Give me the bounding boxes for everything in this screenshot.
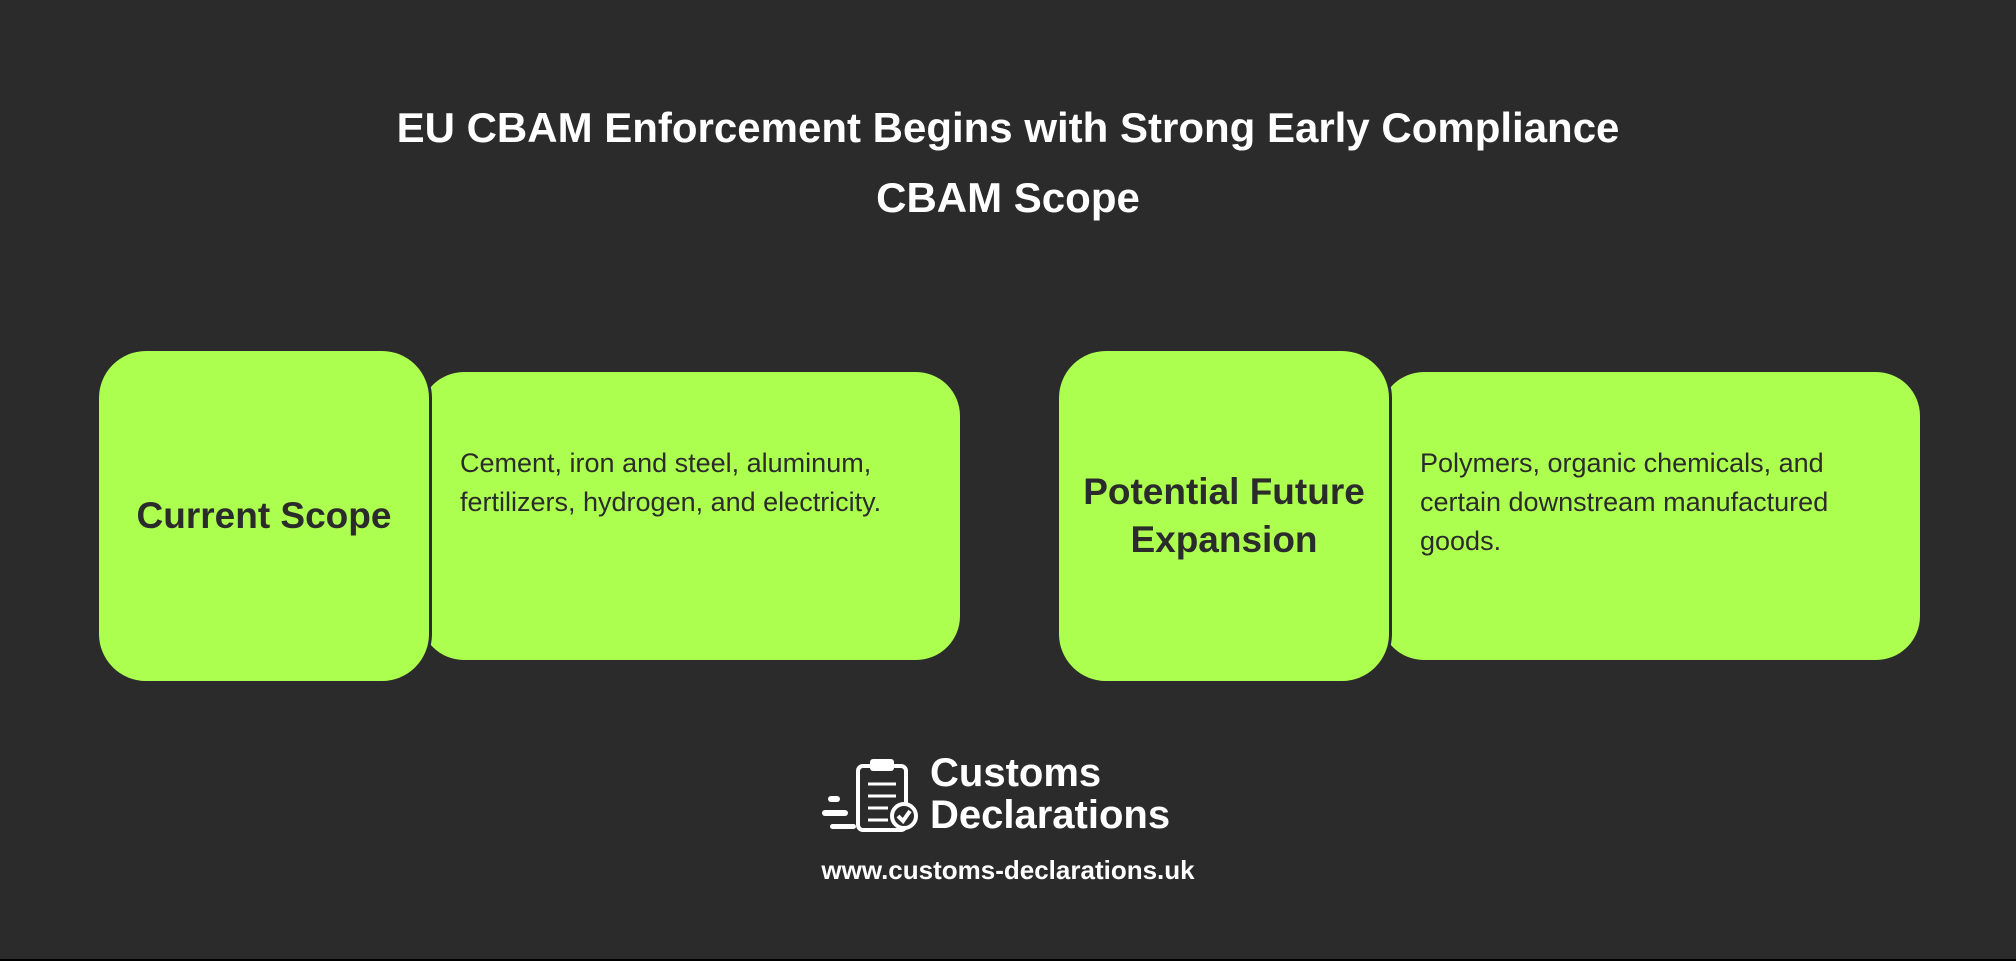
current-scope-label-card: Current Scope: [96, 348, 432, 684]
clipboard-check-icon: [822, 759, 918, 832]
customs-declarations-logo: Customs Declarations: [818, 752, 1170, 836]
page-subtitle: CBAM Scope: [876, 174, 1140, 221]
page-title: EU CBAM Enforcement Begins with Strong E…: [396, 104, 1620, 151]
bottom-divider: [0, 959, 2016, 961]
card-description: Cement, iron and steel, aluminum, fertil…: [460, 448, 882, 517]
logo-line-1: Customs: [930, 751, 1102, 795]
logo-line-2: Declarations: [930, 793, 1171, 837]
card-label: Potential Future Expansion: [1083, 471, 1365, 560]
future-expansion-label-card: Potential Future Expansion: [1056, 348, 1392, 684]
website-url: www.customs-declarations.uk: [821, 855, 1195, 885]
card-label: Current Scope: [136, 495, 392, 536]
card-description: Polymers, organic chemicals, and certain…: [1420, 448, 1829, 556]
future-expansion-description-card: [1380, 372, 1920, 660]
current-scope-description-card: [420, 372, 960, 660]
